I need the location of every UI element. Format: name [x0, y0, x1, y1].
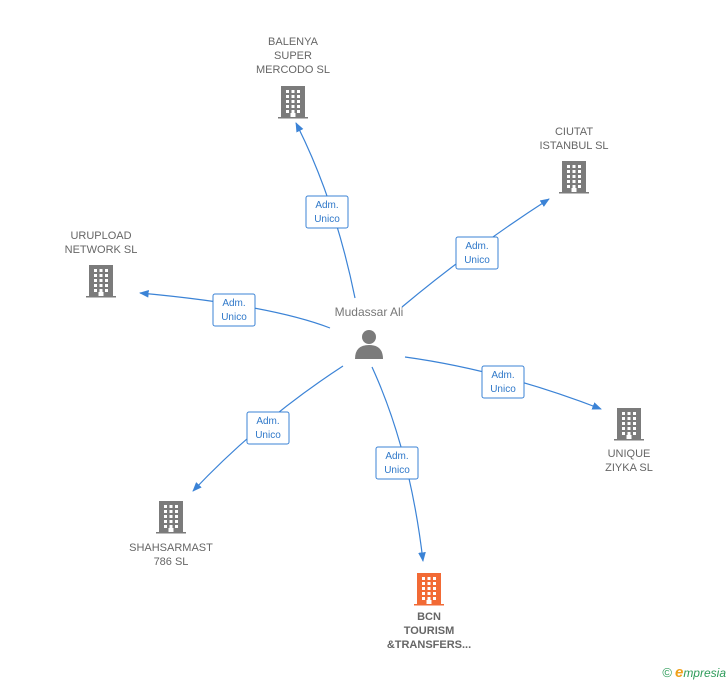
company-name-line[interactable]: TOURISM — [404, 625, 455, 637]
edges-layer: Adm.UnicoAdm.UnicoAdm.UnicoAdm.UnicoAdm.… — [139, 122, 602, 562]
company-node-bcn[interactable]: BCN TOURISM&TRANSFERS... — [387, 573, 471, 651]
relation-label: Adm. — [256, 416, 279, 427]
building-icon[interactable] — [156, 501, 186, 534]
company-name-line[interactable]: URUPLOAD — [70, 230, 131, 242]
relation-edge-balenya[interactable]: Adm. Unico — [295, 122, 356, 299]
relation-edge-unique[interactable]: Adm. Unico — [404, 356, 602, 410]
footer-credit: ©empresia — [662, 664, 726, 681]
relation-badge[interactable] — [455, 236, 499, 270]
person-icon[interactable] — [355, 330, 383, 359]
copyright-symbol: © — [662, 665, 672, 680]
company-name-line[interactable]: CIUTAT — [555, 126, 593, 138]
company-name-line[interactable]: NETWORK SL — [65, 244, 138, 256]
relation-label: Adm. — [385, 451, 408, 462]
relation-label: Unico — [221, 312, 247, 323]
person-node[interactable]: Mudassar Ali — [335, 305, 404, 359]
building-icon[interactable] — [559, 161, 589, 194]
relation-label: Unico — [490, 384, 516, 395]
relation-label: Adm. — [315, 200, 338, 211]
company-name-line[interactable]: ISTANBUL SL — [539, 140, 608, 152]
company-node-ciutat[interactable]: CIUTAT ISTANBUL SL — [539, 126, 609, 194]
relation-label: Unico — [255, 430, 281, 441]
building-icon[interactable] — [414, 573, 444, 606]
relation-badge[interactable] — [305, 195, 349, 229]
relation-label: Adm. — [222, 298, 245, 309]
company-name-line[interactable]: 786 SL — [154, 556, 189, 568]
company-name-line[interactable]: ZIYKA SL — [605, 462, 653, 474]
company-name-line[interactable]: UNIQUE — [608, 448, 651, 460]
person-name[interactable]: Mudassar Ali — [335, 305, 404, 319]
relation-badge[interactable] — [481, 365, 525, 399]
company-node-shahsar[interactable]: SHAHSARMAST 786 SL — [129, 501, 213, 568]
relation-edge-ciutat[interactable]: Adm. Unico — [401, 198, 550, 308]
relation-edge-bcn[interactable]: Adm. Unico — [371, 366, 426, 562]
brand-logo[interactable]: empresia — [674, 664, 726, 681]
company-name-line[interactable]: &TRANSFERS... — [387, 639, 471, 651]
relation-label: Adm. — [491, 370, 514, 381]
company-name-line[interactable]: BALENYA — [268, 36, 319, 48]
company-name-line[interactable]: SHAHSARMAST — [129, 542, 213, 554]
relation-label: Unico — [384, 465, 410, 476]
relation-label: Unico — [464, 255, 490, 266]
company-node-unique[interactable]: UNIQUE ZIYKA SL — [605, 408, 653, 474]
building-icon[interactable] — [86, 265, 116, 298]
relation-label: Adm. — [465, 241, 488, 252]
company-node-balenya[interactable]: BALENYA SUPER MERCODO SL — [256, 36, 330, 119]
relation-edge-shahsar[interactable]: Adm. Unico — [192, 365, 344, 492]
company-name-line[interactable]: SUPER — [274, 50, 312, 62]
building-icon[interactable] — [278, 86, 308, 119]
company-node-upload[interactable]: URUPLOAD NETWORK SL — [65, 230, 138, 298]
building-icon[interactable] — [614, 408, 644, 441]
relation-badge[interactable] — [212, 293, 256, 327]
relation-badge[interactable] — [375, 446, 419, 480]
company-name-line[interactable]: MERCODO SL — [256, 64, 330, 76]
nodes-layer: BALENYA SUPER MERCODO SL CIUTAT ISTANBUL SL U… — [65, 36, 653, 651]
relation-label: Unico — [314, 214, 340, 225]
relation-badge[interactable] — [246, 411, 290, 445]
company-name-line[interactable]: BCN — [417, 611, 441, 623]
relation-edge-upload[interactable]: Adm. Unico — [139, 289, 331, 329]
